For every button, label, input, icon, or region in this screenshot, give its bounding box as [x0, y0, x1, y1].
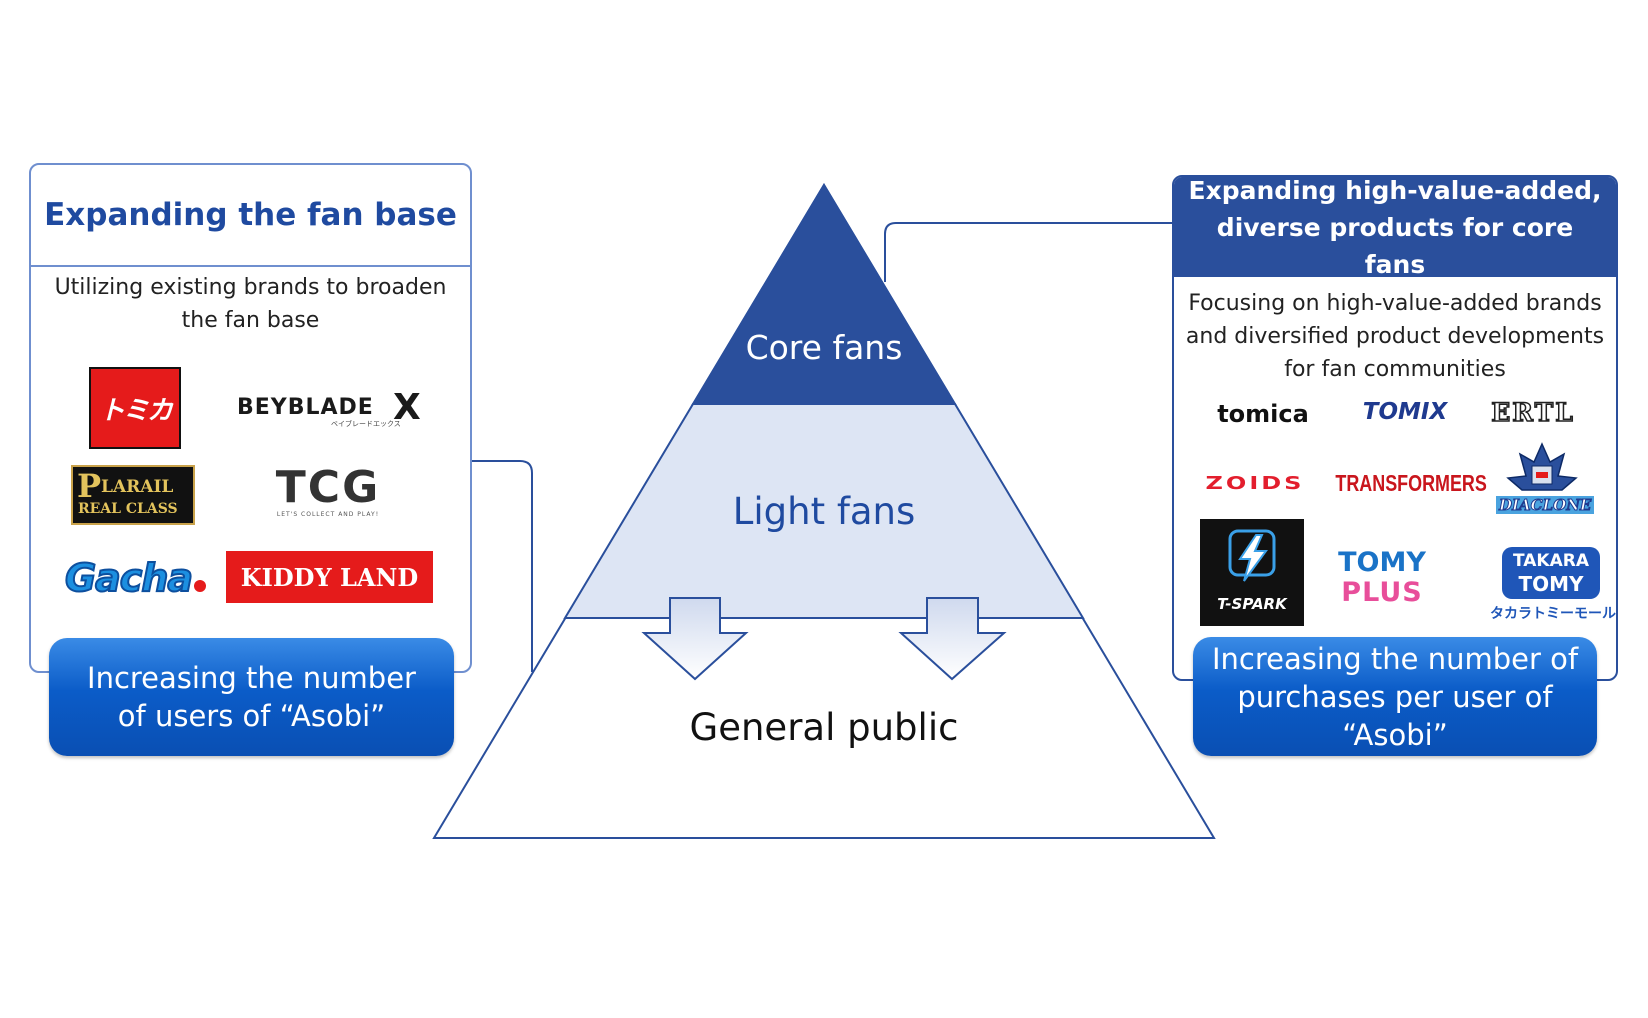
- core-fans-label: Core fans: [745, 328, 903, 367]
- tomica-jp-logo: トミカ: [89, 367, 181, 449]
- fan-base-title: Expanding the fan base: [31, 165, 470, 267]
- tomy-text: TOMY: [1518, 572, 1584, 596]
- fan-base-description: Utilizing existing brands to broaden the…: [54, 275, 447, 333]
- takara-tomy-badge: TAKARA TOMY: [1502, 547, 1600, 599]
- tomix-logo: TOMIX: [1350, 396, 1460, 428]
- tcg-logo-text: TCG: [275, 462, 381, 513]
- down-arrow-left: [641, 597, 749, 681]
- tomy-plus-plus-text: PLUS: [1341, 577, 1423, 608]
- connector-line-left: [472, 460, 533, 672]
- users-increase-result: Increasing the number of users of “Asobi…: [49, 638, 454, 756]
- beyblade-x-mark: X: [393, 387, 421, 428]
- transformers-logo: TRANSFORMERS: [1331, 466, 1491, 500]
- core-fans-title: Expanding high-value-added, diverse prod…: [1174, 177, 1616, 279]
- t-spark-logo-text: T-SPARK: [1217, 595, 1287, 613]
- plarail-real-class-text: REAL CLASS: [78, 501, 178, 517]
- takara-text: TAKARA: [1512, 551, 1589, 571]
- tomy-plus-logo: TOMY PLUS: [1327, 548, 1437, 614]
- plarail-logo-text: LARAIL: [101, 477, 174, 497]
- beyblade-x-logo: BEYBLADE X ベイブレードエックス: [235, 387, 435, 432]
- pyramid-core-fans-tip: [691, 183, 957, 405]
- tomica-logo: tomica: [1198, 398, 1328, 430]
- t-spark-logo: T-SPARK: [1200, 519, 1304, 626]
- beyblade-sub-text: ベイブレードエックス: [331, 420, 401, 428]
- tomica-logo-text: tomica: [1217, 400, 1309, 428]
- purchases-increase-text: Increasing the number of purchases per u…: [1211, 641, 1579, 752]
- kiddy-land-logo: KIDDY LAND: [226, 551, 433, 603]
- kiddy-land-logo-text: KIDDY LAND: [240, 562, 419, 592]
- tomica-jp-logo-text: トミカ: [98, 395, 173, 426]
- gacha-logo-text: Gacha: [64, 555, 194, 601]
- users-increase-text: Increasing the number of users of “Asobi…: [87, 661, 416, 733]
- tomy-plus-tomy-text: TOMY: [1338, 547, 1426, 578]
- general-public-label: General public: [689, 706, 959, 749]
- tomix-logo-text: TOMIX: [1362, 399, 1448, 425]
- tcg-logo: TCG LET'S COLLECT AND PLAY!: [268, 465, 388, 527]
- takaratomy-mall-text: タカラトミーモール: [1490, 606, 1616, 622]
- tcg-sub-text: LET'S COLLECT AND PLAY!: [276, 511, 380, 518]
- transformers-logo-text: TRANSFORMERS: [1335, 469, 1487, 496]
- gacha-logo: Gacha: [63, 553, 208, 603]
- plarail-p-letter: P: [77, 467, 102, 505]
- diaclone-robot-icon: [1506, 442, 1578, 491]
- diaclone-logo: DIACLONE: [1492, 442, 1595, 522]
- connector-line-right: [884, 222, 1172, 282]
- zoids-logo-text: ZOIDS: [1205, 472, 1305, 494]
- purchases-increase-result: Increasing the number of purchases per u…: [1193, 637, 1597, 756]
- core-fans-description: Focusing on high-value-added brands and …: [1185, 291, 1605, 382]
- gacha-dot-icon: [194, 580, 207, 592]
- light-fans-label: Light fans: [732, 490, 916, 533]
- ertl-logo: ERTL: [1477, 396, 1589, 428]
- beyblade-logo-text: BEYBLADE: [237, 395, 374, 420]
- diaclone-logo-text: DIACLONE: [1496, 496, 1595, 515]
- t-spark-emblem-icon: [1228, 529, 1276, 582]
- zoids-logo: ZOIDS: [1186, 468, 1324, 498]
- down-arrow-right: [898, 597, 1007, 681]
- plarail-real-class-logo: P LARAIL REAL CLASS: [71, 465, 195, 525]
- ertl-logo-text: ERTL: [1490, 397, 1575, 428]
- takaratomy-mall-logo: TAKARA TOMY タカラトミーモール: [1490, 547, 1616, 625]
